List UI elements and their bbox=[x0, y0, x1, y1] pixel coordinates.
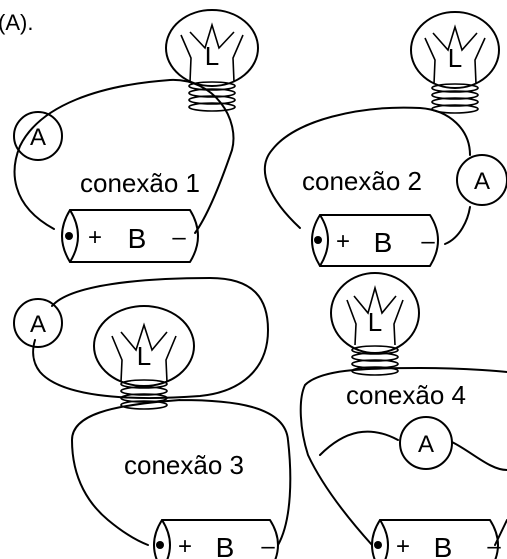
battery-minus: – bbox=[421, 228, 435, 255]
wire bbox=[13, 78, 235, 234]
battery-label: B bbox=[374, 227, 393, 258]
battery: + B – bbox=[371, 519, 501, 559]
ammeter-label: A bbox=[30, 311, 46, 338]
ammeter-label: A bbox=[418, 431, 434, 458]
connection-label: conexão 1 bbox=[80, 168, 200, 198]
connection-4: L A + B – conexão 4 bbox=[299, 272, 507, 559]
ammeter-label: A bbox=[474, 168, 490, 195]
lamp-base bbox=[120, 379, 168, 410]
wire bbox=[299, 367, 507, 546]
battery-plus: + bbox=[178, 533, 192, 559]
lamp-base bbox=[351, 345, 399, 376]
connection-1: L A + B – conexão 1 bbox=[13, 9, 259, 263]
lamp-base bbox=[431, 83, 479, 114]
battery-minus: – bbox=[172, 224, 186, 251]
battery-minus: – bbox=[261, 533, 275, 559]
header-text: (A). bbox=[0, 10, 33, 35]
ammeter-label: A bbox=[30, 124, 46, 151]
wire bbox=[32, 277, 269, 400]
lamp-label: L bbox=[137, 341, 151, 371]
ammeter: A bbox=[456, 154, 507, 206]
battery-label: B bbox=[128, 223, 147, 254]
lamp: L bbox=[330, 272, 420, 376]
ammeter: A bbox=[399, 416, 453, 470]
lamp: L bbox=[93, 305, 195, 410]
lamp-base bbox=[188, 81, 236, 112]
ammeter: A bbox=[13, 111, 63, 161]
connection-3: L A + B – conexão 3 bbox=[13, 277, 292, 559]
connection-label: conexão 4 bbox=[346, 380, 466, 410]
battery: + B – bbox=[311, 214, 439, 267]
battery-plus: + bbox=[336, 228, 350, 255]
wire bbox=[263, 106, 471, 245]
battery: + B – bbox=[153, 519, 279, 559]
connection-label: conexão 3 bbox=[124, 450, 244, 480]
connection-2: L A + B – conexão 2 bbox=[263, 11, 507, 267]
lamp-label: L bbox=[368, 307, 382, 337]
lamp-label: L bbox=[205, 41, 219, 71]
battery: + B – bbox=[61, 209, 199, 263]
battery-minus: – bbox=[487, 533, 501, 559]
battery-label: B bbox=[434, 532, 453, 559]
ammeter: A bbox=[13, 298, 63, 348]
wire-lower bbox=[71, 399, 292, 546]
lamp: L bbox=[410, 11, 500, 114]
battery-plus: + bbox=[88, 224, 102, 251]
battery-label: B bbox=[216, 532, 235, 559]
wire-mid bbox=[319, 430, 507, 471]
lamp: L bbox=[165, 9, 259, 112]
connection-label: conexão 2 bbox=[302, 166, 422, 196]
battery-plus: + bbox=[396, 533, 410, 559]
lamp-label: L bbox=[448, 43, 462, 73]
